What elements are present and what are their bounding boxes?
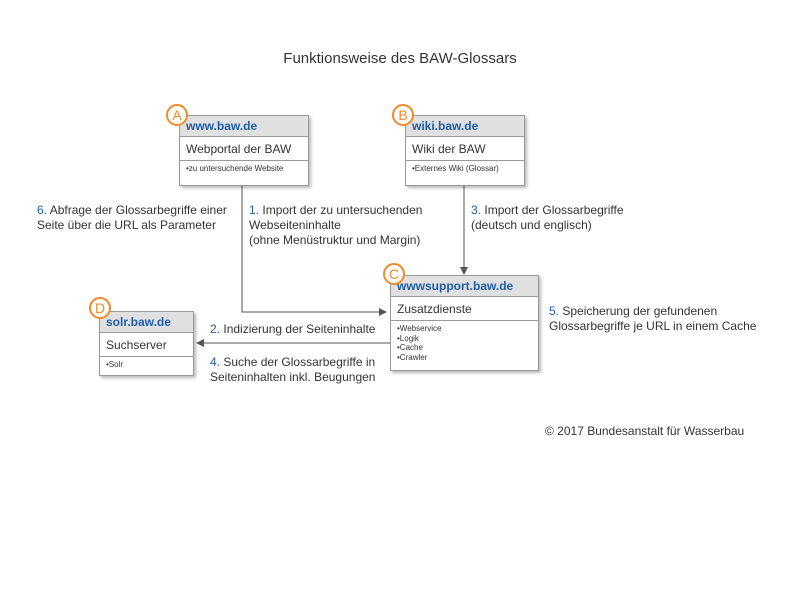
step-text: Webseiteninhalte <box>249 218 341 232</box>
box-header: solr.baw.de <box>100 312 193 333</box>
box-wwwsupport-baw: wwwsupport.baw.de Zusatzdienste •Webserv… <box>390 275 539 371</box>
step-5-label: 5. Speicherung der gefundenen Glossarbeg… <box>549 304 756 334</box>
diagram-title: Funktionsweise des BAW-Glossars <box>283 50 517 67</box>
step-text: Seiteninhalten inkl. Beugungen <box>210 370 376 384</box>
box-subtitle: Suchserver <box>100 333 193 357</box>
box-header: wwwsupport.baw.de <box>391 276 538 297</box>
bullet-item: •Crawler <box>397 352 428 362</box>
step-number: 2. <box>210 322 221 336</box>
step-number: 1. <box>249 203 260 217</box>
connector-a-to-c <box>241 184 387 316</box>
badge-a: A <box>166 104 188 126</box>
step-number: 4. <box>210 355 221 369</box>
box-header: wiki.baw.de <box>406 116 524 137</box>
badge-b: B <box>392 104 414 126</box>
step-text: Import der zu untersuchenden <box>262 203 423 217</box>
box-wiki-baw: wiki.baw.de Wiki der BAW •Externes Wiki … <box>405 115 525 186</box>
box-header: www.baw.de <box>180 116 308 137</box>
box-www-baw: www.baw.de Webportal der BAW •zu untersu… <box>179 115 309 186</box>
step-number: 3. <box>471 203 482 217</box>
step-text: (ohne Menüstruktur und Margin) <box>249 233 421 247</box>
step-text: Suche der Glossarbegriffe in <box>223 355 376 369</box>
bullet-item: •Cache <box>397 343 423 352</box>
bullet-item: •Logik <box>397 333 419 343</box>
box-subtitle: Zusatzdienste <box>391 297 538 321</box>
box-subtitle: Webportal der BAW <box>180 137 308 161</box>
step-4-label: 4. Suche der Glossarbegriffe in Seitenin… <box>210 355 375 385</box>
box-solr-baw: solr.baw.de Suchserver •Solr <box>99 311 194 376</box>
box-bullets: •Webservice •Logik •Cache •Crawler <box>391 321 538 364</box>
step-text: Indizierung der Seiteninhalte <box>223 322 376 336</box>
step-3-label: 3. Import der Glossarbegriffe (deutsch u… <box>471 203 624 233</box>
step-number: 6. <box>37 203 48 217</box>
step-6-label: 6. Abfrage der Glossarbegriffe einer Sei… <box>37 203 227 233</box>
step-text: Abfrage der Glossarbegriffe einer <box>49 203 227 217</box>
badge-d: D <box>89 297 111 319</box>
bullet-item: •Externes Wiki (Glossar) <box>412 164 499 173</box>
step-text: Seite über die URL als Parameter <box>37 218 216 232</box>
box-bullets: •Solr <box>100 357 193 372</box>
box-bullets: •zu untersuchende Website <box>180 161 308 176</box>
step-number: 5. <box>549 304 560 318</box>
badge-c: C <box>383 263 405 285</box>
copyright-notice: © 2017 Bundesanstalt für Wasserbau <box>545 424 745 438</box>
step-text: (deutsch und englisch) <box>471 218 592 232</box>
step-text: Glossarbegriffe je URL in einem Cache <box>549 319 757 333</box>
step-1-label: 1. Import der zu untersuchenden Webseite… <box>249 203 422 248</box>
bullet-item: •Solr <box>106 360 124 369</box>
bullet-item: •zu untersuchende Website <box>186 164 284 173</box>
step-text: Import der Glossarbegriffe <box>484 203 624 217</box>
step-2-label: 2. Indizierung der Seiteninhalte <box>210 322 375 337</box>
box-bullets: •Externes Wiki (Glossar) <box>406 161 524 176</box>
bullet-item: •Webservice <box>397 324 442 333</box>
step-text: Speicherung der gefundenen <box>562 304 718 318</box>
box-subtitle: Wiki der BAW <box>406 137 524 161</box>
